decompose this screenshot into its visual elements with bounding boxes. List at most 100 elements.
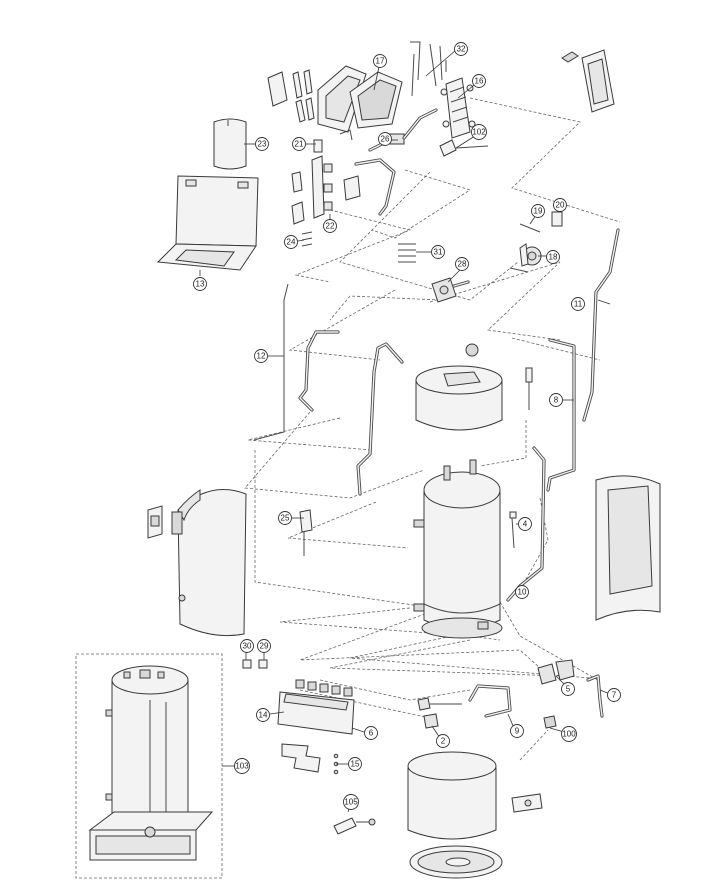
top-cap-frame: [561, 49, 615, 113]
callout-label-11: 11: [574, 300, 583, 309]
callout-label-26: 26: [381, 135, 390, 144]
callout-label-20: 20: [556, 201, 565, 210]
assembled-unit-103: [75, 653, 223, 879]
callout-circle: [510, 724, 524, 738]
callout-circle: [549, 393, 563, 407]
circulation-pump-18: [509, 211, 563, 273]
bracket-15: [281, 743, 339, 775]
pipe-left-loop: [298, 330, 340, 412]
anode-rods-32: [410, 41, 447, 97]
callout-c8: 8: [549, 393, 563, 407]
callout-label-9: 9: [515, 727, 520, 736]
callout-c31: 31: [431, 245, 445, 259]
callout-c2: 2: [436, 734, 450, 748]
callout-label-32: 32: [457, 45, 466, 54]
callout-c6: 6: [364, 726, 378, 740]
sensor-probe: [525, 367, 533, 410]
callout-circle: [240, 639, 254, 653]
control-box-lid-17: [317, 65, 403, 133]
callout-label-13: 13: [196, 280, 205, 289]
callout-c102: 102: [471, 124, 487, 140]
callout-c30: 30: [240, 639, 254, 653]
callout-circle: [515, 585, 529, 599]
callout-circle: [255, 137, 269, 151]
base-plate: [409, 845, 503, 879]
right-cover-shell: [595, 475, 661, 621]
callout-label-25: 25: [281, 514, 290, 523]
callout-circle: [571, 297, 585, 311]
callout-circle: [343, 794, 359, 810]
callout-label-28: 28: [458, 260, 467, 269]
callout-circle: [348, 757, 362, 771]
callout-c14: 14: [256, 708, 270, 722]
callout-circle: [292, 137, 306, 151]
pipe-8: [546, 338, 576, 492]
callout-circle: [373, 54, 387, 68]
callout-c15: 15: [348, 757, 362, 771]
callout-circle: [234, 758, 250, 774]
callout-circle: [193, 277, 207, 291]
callout-circle: [561, 726, 577, 742]
callout-label-10: 10: [518, 588, 527, 597]
callout-circle: [256, 708, 270, 722]
mixing-valve-28: [431, 277, 470, 303]
callout-c21: 21: [292, 137, 306, 151]
callout-circle: [323, 219, 337, 233]
callout-label-100: 100: [562, 730, 576, 739]
callout-c16: 16: [472, 74, 486, 88]
callout-c4: 4: [518, 517, 532, 531]
left-cover-shell: [171, 489, 247, 637]
callout-label-105: 105: [344, 798, 358, 807]
callout-circle: [254, 349, 268, 363]
callout-c26: 26: [378, 132, 392, 146]
callout-c12: 12: [254, 349, 268, 363]
callout-c18: 18: [546, 250, 560, 264]
drain-valve-100: [543, 715, 557, 729]
bottom-panel-14-6: [277, 679, 355, 735]
pipe-9: [468, 684, 512, 718]
callout-circle: [364, 726, 378, 740]
callout-circle: [455, 257, 469, 271]
nuts-30-29: [242, 659, 268, 669]
callout-label-16: 16: [475, 77, 484, 86]
callout-c32: 32: [454, 42, 468, 56]
callout-label-2: 2: [441, 737, 446, 746]
assembly-guide-lines: [244, 97, 621, 761]
storage-tank: [413, 459, 503, 639]
pipe-12: [253, 283, 289, 441]
anode-4: [509, 511, 517, 549]
callout-label-14: 14: [259, 711, 268, 720]
callout-label-18: 18: [549, 253, 558, 262]
callout-circle: [436, 734, 450, 748]
mounting-bracket-22: [291, 155, 396, 225]
callout-c17: 17: [373, 54, 387, 68]
callout-c11: 11: [571, 297, 585, 311]
callout-c5: 5: [561, 682, 575, 696]
callout-circle: [284, 235, 298, 249]
callout-label-29: 29: [260, 642, 269, 651]
fitting-2: [417, 697, 462, 729]
callout-circle: [518, 517, 532, 531]
callout-c10: 10: [515, 585, 529, 599]
callout-c13: 13: [193, 277, 207, 291]
callout-label-15: 15: [351, 760, 360, 769]
callout-c22: 22: [323, 219, 337, 233]
callout-label-7: 7: [612, 691, 617, 700]
callout-label-102: 102: [472, 128, 486, 137]
back-panel-13: [156, 175, 259, 271]
callout-circle: [561, 682, 575, 696]
callout-circle: [257, 639, 271, 653]
callout-c23: 23: [255, 137, 269, 151]
heating-element-105: [333, 817, 376, 835]
callout-c28: 28: [455, 257, 469, 271]
callout-label-8: 8: [554, 396, 559, 405]
callout-label-23: 23: [258, 140, 267, 149]
callout-c105: 105: [343, 794, 359, 810]
callout-label-21: 21: [295, 140, 304, 149]
callout-label-30: 30: [243, 642, 252, 651]
callout-label-31: 31: [434, 248, 443, 257]
callout-circle: [546, 250, 560, 264]
callout-label-24: 24: [287, 238, 296, 247]
valve-25: [299, 509, 313, 556]
